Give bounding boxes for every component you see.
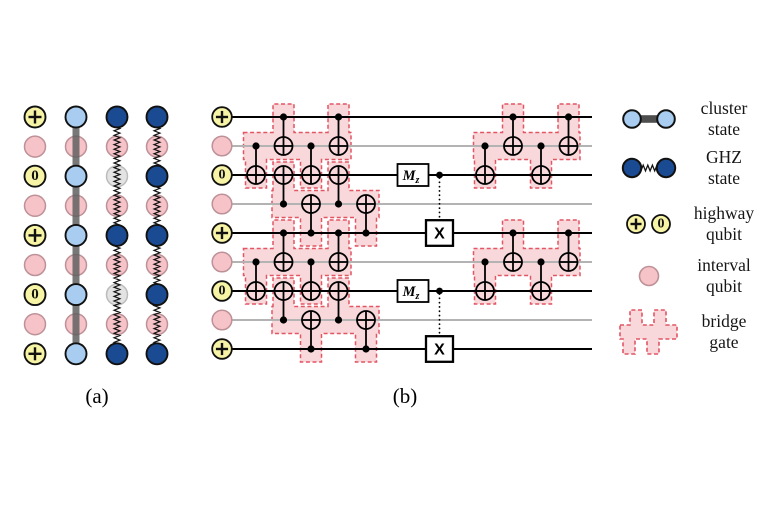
svg-text:0: 0 — [31, 287, 39, 303]
cnot-control-dot — [334, 229, 343, 237]
mz-measurement-box — [396, 279, 430, 303]
mz-measurement-box — [396, 163, 430, 187]
cnot-control-dot — [307, 229, 315, 237]
cnot-control-dot — [564, 113, 573, 121]
cnot-control-dot — [307, 258, 315, 266]
cluster-qubit-circle — [64, 105, 88, 129]
ghz-partial-column — [105, 105, 129, 366]
ghz-qubit-circle — [145, 342, 169, 366]
classical-controls — [436, 171, 443, 337]
interval-qubit-circle — [23, 194, 47, 218]
classical-control-dot — [436, 171, 443, 179]
cnot-control-dot — [334, 316, 343, 324]
ghz-column — [145, 105, 169, 366]
cnot-control-dot — [509, 113, 517, 121]
legend-row-cluster-state: cluster state — [610, 95, 760, 143]
legend-row-interval-qubit: interval qubit — [610, 252, 760, 300]
highway-qubit-symbol — [211, 280, 233, 302]
legend-label-ghz-state: GHZ state — [706, 147, 742, 188]
legend-label-interval-qubit: interval qubit — [697, 255, 751, 296]
x-correction-box — [424, 335, 455, 363]
mz-label: Mz — [402, 168, 420, 186]
panel-b-label: (b) — [392, 384, 418, 408]
ghz-state-icon — [610, 155, 688, 181]
ghz-qubit-circle — [145, 223, 169, 247]
legend-row-ghz-state: GHZ state — [610, 144, 760, 192]
cnot-control-dot — [537, 142, 545, 150]
x-correction-box — [424, 219, 455, 247]
cluster-qubit-circle — [64, 283, 88, 307]
legend-row-highway-qubit: 0 highway qubit — [610, 200, 760, 248]
cluster-state-icon — [610, 106, 688, 132]
highway-qubit-symbol — [211, 164, 233, 186]
legend-label-cluster-state: cluster state — [700, 98, 748, 139]
cluster-qubit-circle — [64, 164, 88, 188]
interval-qubit-circle — [23, 312, 47, 336]
interval-qubit-circle — [23, 253, 47, 277]
highway-column: 00 — [23, 105, 47, 366]
legend-row-bridge-gate: bridge gate — [610, 308, 760, 356]
cnot-control-dot — [307, 142, 315, 150]
legend-label-highway-qubit: highway qubit — [693, 203, 755, 244]
panel-a-label: (a) — [85, 384, 109, 408]
ghz-qubit-circle — [145, 283, 169, 307]
cnot-control-dot — [252, 142, 260, 150]
svg-text:0: 0 — [219, 284, 226, 299]
cnot-control-dot — [362, 345, 370, 353]
legend-label-bridge-gate: bridge gate — [701, 311, 747, 352]
classical-control-dot — [436, 287, 443, 295]
interval-qubit-symbol — [211, 309, 233, 331]
cnot-control-dot — [334, 113, 343, 121]
ghz-qubit-circle — [145, 164, 169, 188]
x-correction-label: X — [434, 342, 445, 359]
svg-text:0: 0 — [31, 168, 39, 184]
cnot-control-dot — [279, 113, 288, 121]
cnot-control-dot — [279, 316, 288, 324]
cnot-control-dot — [481, 258, 489, 266]
cluster-column — [64, 105, 88, 366]
interval-qubit-circle — [23, 135, 47, 158]
cluster-qubit-circle — [64, 342, 88, 366]
highway-qubit-icon: 0 — [610, 211, 688, 237]
interval-qubit-icon — [610, 264, 688, 288]
cnot-control-dot — [537, 258, 545, 266]
ghz-qubit-circle — [105, 342, 129, 366]
highway-qubit-circle — [23, 283, 47, 307]
interval-qubit-symbol — [211, 135, 233, 157]
interval-qubit-symbol — [211, 251, 233, 273]
x-correction-label: X — [434, 226, 445, 243]
cluster-qubit-circle — [64, 223, 88, 247]
cnot-control-dot — [564, 229, 573, 237]
ghz-qubit-circle — [105, 105, 129, 129]
cnot-gates — [246, 113, 579, 353]
svg-text:0: 0 — [219, 168, 226, 183]
cnot-control-dot — [307, 345, 315, 353]
svg-text:0: 0 — [658, 217, 665, 232]
cnot-control-dot — [509, 229, 517, 237]
cnot-control-dot — [279, 200, 288, 208]
wire-start-symbols: 00 — [211, 106, 233, 360]
cnot-control-dot — [481, 142, 489, 150]
cnot-control-dot — [362, 229, 370, 237]
bridge-gate-icon — [610, 307, 688, 357]
mz-label: Mz — [402, 284, 420, 302]
panel-a-qubit-columns: 00 — [23, 105, 169, 366]
cnot-control-dot — [279, 229, 288, 237]
cnot-control-dot — [334, 200, 343, 208]
cnot-control-dot — [252, 258, 260, 266]
ghz-qubit-circle — [105, 223, 129, 247]
ghz-qubit-circle — [145, 105, 169, 129]
interval-qubit-symbol — [211, 193, 233, 215]
highway-qubit-circle — [23, 164, 47, 188]
